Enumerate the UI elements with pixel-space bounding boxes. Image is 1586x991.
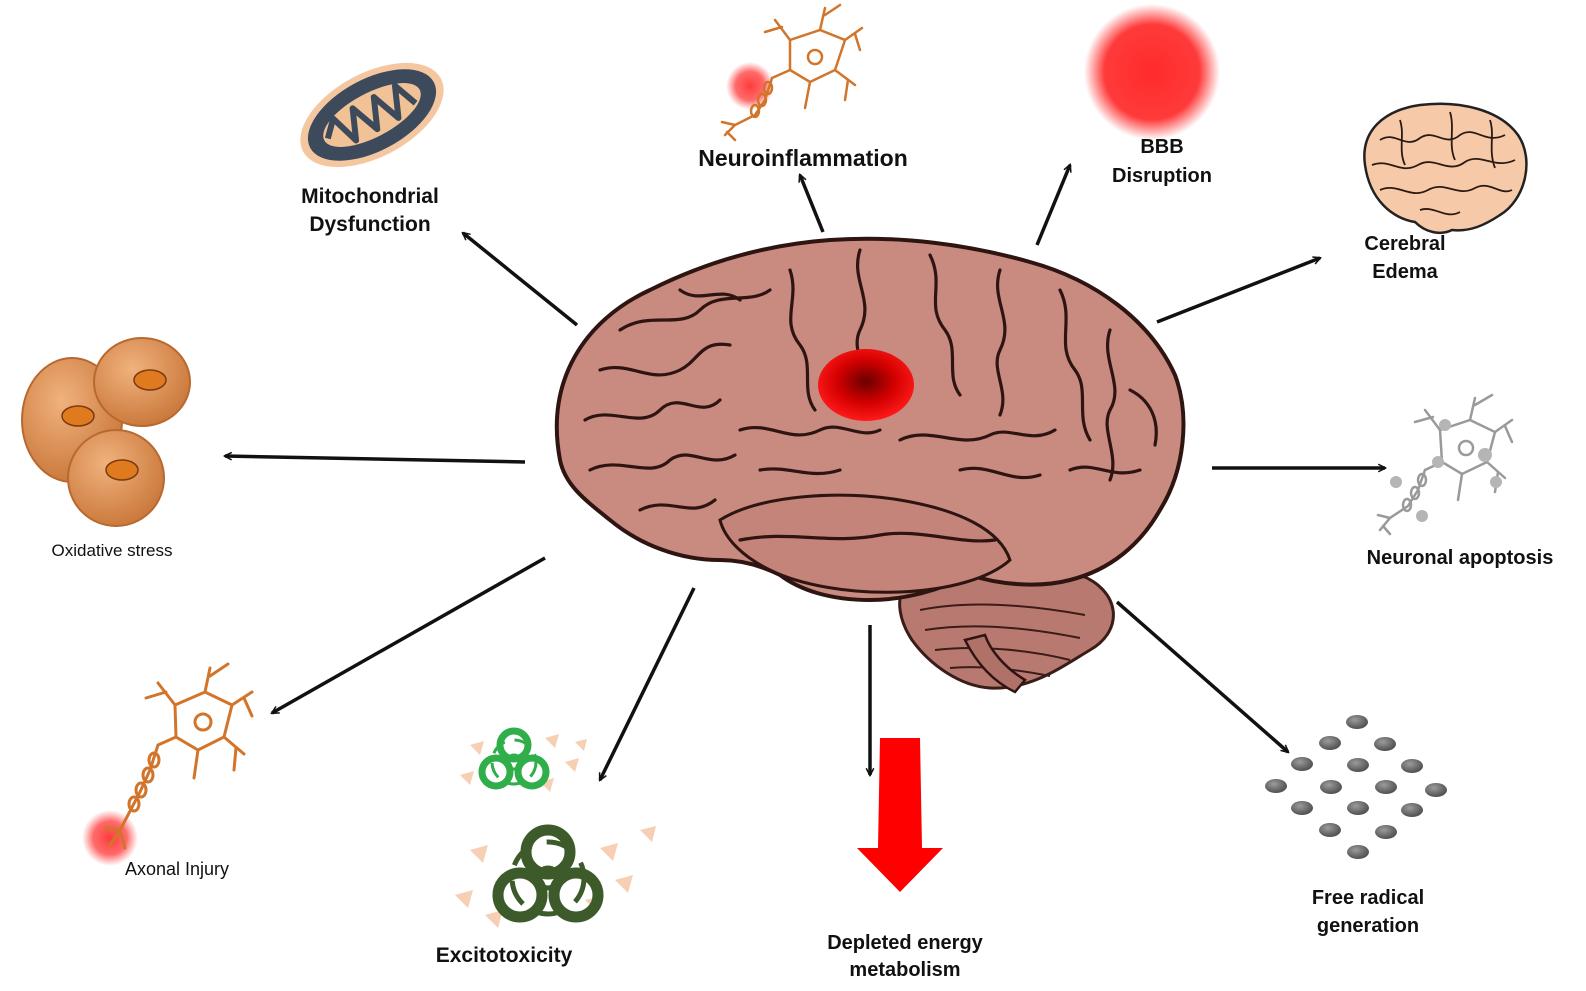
- arrow-to-free-radical: [1115, 600, 1288, 752]
- label-bbb-line1: BBB: [1140, 136, 1183, 158]
- arrow-to-neuroinflammation: [800, 175, 825, 233]
- lesion-spot: [818, 349, 914, 421]
- arrow-to-edema: [1156, 258, 1320, 324]
- label-apoptosis: Neuronal apoptosis: [1367, 547, 1554, 569]
- label-free-radical-line2: generation: [1317, 915, 1419, 937]
- label-mitochondrial-line1: Mitochondrial: [301, 185, 439, 208]
- label-oxidative: Oxidative stress: [52, 541, 173, 560]
- arrow-to-mitochondrial: [463, 233, 579, 327]
- neuron-icon-apoptosis: [1376, 393, 1514, 536]
- bbb-red-spot-icon: [1084, 4, 1220, 140]
- label-neuroinflammation: Neuroinflammation: [698, 145, 908, 171]
- label-edema-line2: Edema: [1372, 261, 1438, 283]
- biohazard-icon-small: [460, 727, 587, 792]
- brain-stem: [963, 633, 1027, 694]
- arrows: [225, 165, 1385, 780]
- brain-icon-edema: [1363, 102, 1528, 234]
- mitochondria-icon: [300, 62, 444, 168]
- arrow-to-oxidative: [225, 456, 526, 464]
- particles-icon-free-radical: [1265, 715, 1447, 859]
- brain-temporal-lobe: [718, 493, 1012, 594]
- arrow-to-axonal: [272, 556, 546, 715]
- arrow-to-excitotoxicity: [598, 587, 696, 780]
- label-mitochondrial-line2: Dysfunction: [309, 213, 430, 236]
- arrow-to-bbb: [1035, 165, 1070, 246]
- down-arrow-icon-energy: [857, 738, 943, 892]
- label-energy-line2: metabolism: [849, 959, 960, 981]
- brain-folds: [583, 248, 1158, 543]
- label-excitotoxicity: Excitotoxicity: [436, 944, 573, 967]
- label-free-radical-line1: Free radical: [1312, 887, 1424, 909]
- label-axonal: Axonal Injury: [125, 859, 229, 879]
- label-energy-line1: Depleted energy: [827, 932, 983, 954]
- label-edema-line1: Cerebral: [1364, 233, 1445, 255]
- neuron-icon-neuroinflammation: [720, 3, 864, 142]
- central-brain: [554, 236, 1186, 694]
- label-bbb-line2: Disruption: [1112, 165, 1212, 187]
- neuron-icon-axonal: [82, 662, 254, 866]
- biohazard-icon-large: [455, 824, 656, 928]
- cells-icon-oxidative: [21, 337, 191, 527]
